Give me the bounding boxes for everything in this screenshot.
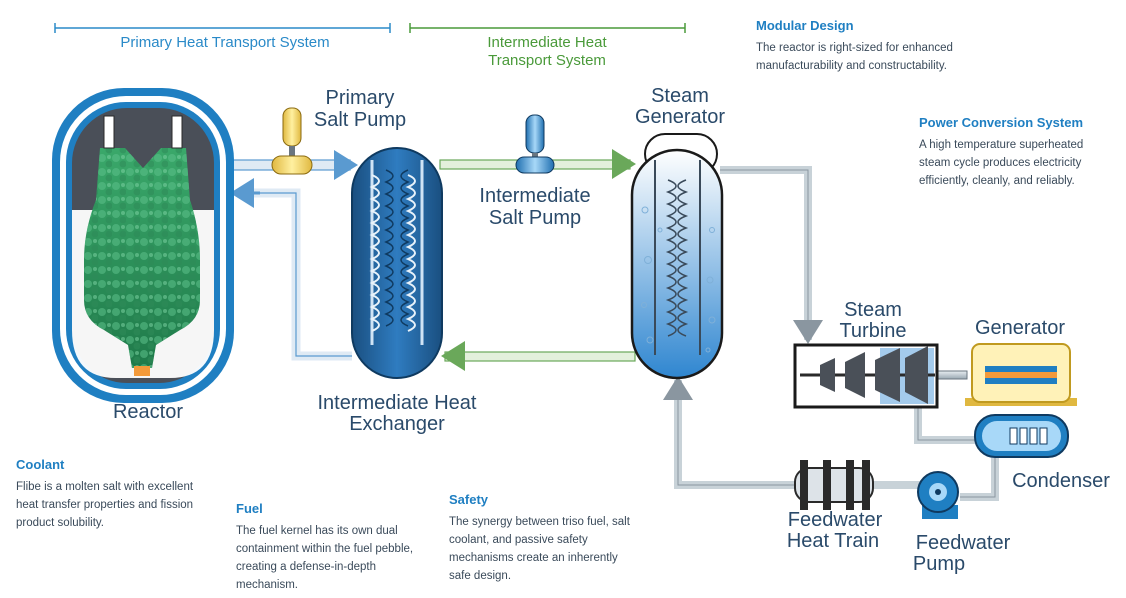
primary-pump-icon bbox=[271, 107, 313, 175]
note-coolant-title: Coolant bbox=[16, 457, 65, 472]
condenser-label: Condenser bbox=[1012, 470, 1110, 492]
note-fuel-text: The fuel kernel has its own dual contain… bbox=[236, 525, 414, 591]
sg-label-2: Generator bbox=[635, 106, 725, 128]
fw-pump-label-1: Feedwater bbox=[916, 532, 1011, 554]
reactor-vessel bbox=[52, 88, 234, 403]
condenser-unit bbox=[974, 414, 1069, 458]
fw-heat-label-2: Heat Train bbox=[787, 530, 879, 552]
condensate-line bbox=[960, 455, 999, 501]
primary-system-label: Primary Heat Transport System bbox=[120, 34, 329, 51]
note-fuel: Fuel The fuel kernel has its own dual co… bbox=[236, 501, 426, 594]
ihx-label-1: Intermediate Heat bbox=[318, 392, 477, 414]
ihx-label-2: Exchanger bbox=[349, 413, 445, 435]
generator-shaft bbox=[934, 370, 968, 380]
steam-generator-vessel bbox=[630, 133, 724, 380]
intermediate-system-bracket bbox=[409, 23, 686, 33]
note-power-text: A high temperature superheated steam cyc… bbox=[919, 139, 1084, 187]
primary-pump-label-1: Primary bbox=[326, 87, 395, 109]
intermediate-system-label-1: Intermediate Heat bbox=[487, 34, 607, 51]
turbine-label-1: Steam bbox=[844, 299, 902, 321]
int-pump-label-2: Salt Pump bbox=[489, 207, 581, 229]
note-safety: Safety The synergy between triso fuel, s… bbox=[449, 492, 639, 585]
note-power-title: Power Conversion System bbox=[919, 115, 1083, 130]
note-safety-text: The synergy between triso fuel, salt coo… bbox=[449, 516, 630, 582]
note-modular-text: The reactor is right-sized for enhanced … bbox=[756, 42, 953, 72]
intermediate-system-label-2: Transport System bbox=[488, 52, 606, 69]
ihx-vessel bbox=[351, 147, 443, 379]
steam-turbine bbox=[793, 343, 939, 409]
note-modular-design: Modular Design The reactor is right-size… bbox=[756, 18, 956, 75]
primary-system-bracket bbox=[54, 23, 391, 33]
generator-unit bbox=[965, 343, 1077, 406]
reactor-label: Reactor bbox=[113, 401, 183, 423]
steam-line bbox=[720, 166, 823, 344]
intermediate-pump-icon bbox=[515, 114, 555, 174]
fw-heat-label-1: Feedwater bbox=[788, 509, 883, 531]
sg-label-1: Steam bbox=[651, 85, 709, 107]
note-modular-title: Modular Design bbox=[756, 18, 854, 33]
note-power-conversion: Power Conversion System A high temperatu… bbox=[919, 115, 1109, 190]
feedwater-heat-train-unit bbox=[794, 460, 874, 510]
note-fuel-title: Fuel bbox=[236, 501, 263, 516]
int-pump-label-1: Intermediate bbox=[479, 185, 590, 207]
primary-cold-leg bbox=[230, 178, 352, 361]
fw-pump-label-2: Pump bbox=[913, 553, 965, 575]
turbine-label-2: Turbine bbox=[839, 320, 906, 342]
feedwater-pump-unit bbox=[917, 471, 959, 519]
intermediate-cold-leg bbox=[441, 341, 636, 371]
turbine-to-condenser-line bbox=[914, 405, 975, 444]
note-coolant-text: Flibe is a molten salt with excellent he… bbox=[16, 481, 194, 529]
note-safety-title: Safety bbox=[449, 492, 489, 507]
note-coolant: Coolant Flibe is a molten salt with exce… bbox=[16, 457, 206, 532]
feedwater-line bbox=[663, 376, 920, 489]
primary-pump-label-2: Salt Pump bbox=[314, 109, 406, 131]
generator-label: Generator bbox=[975, 317, 1065, 339]
